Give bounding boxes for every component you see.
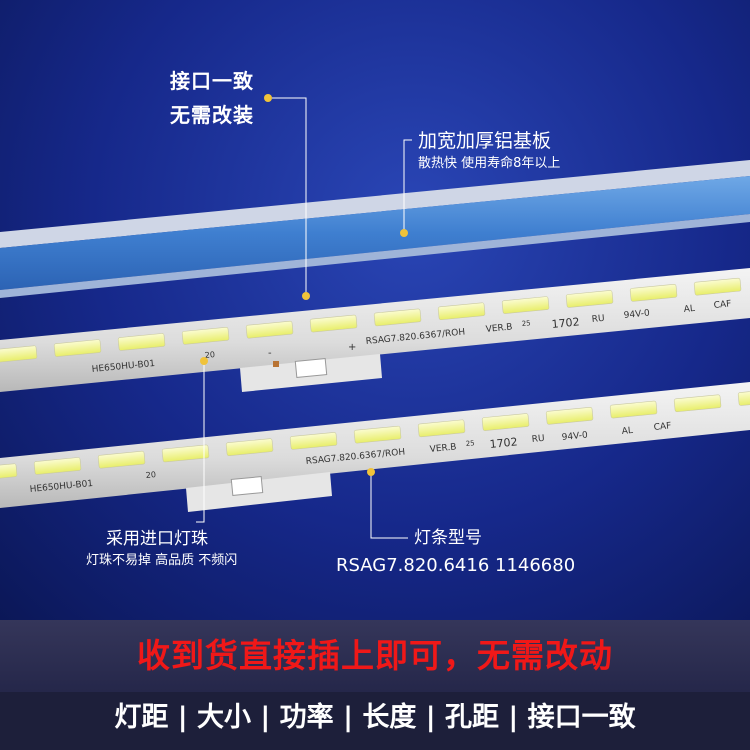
lower-led-chip [33,457,82,475]
upper-led-chip [245,320,294,339]
upper-led-chip [437,302,486,321]
upper-pad [273,361,279,367]
lower-led-chip [417,419,466,438]
lower-led-row [0,388,750,482]
lower-led-chip [225,438,274,456]
upper-led-index: 20 [204,350,215,360]
upper-connector [294,358,328,378]
upper-caf: CAF [713,299,732,311]
lower-led-strip: HE650HU-B01 20 RSAG7.820.6367/ROH VER.B … [0,382,750,512]
upper-led-chip [565,290,614,308]
led-callout-title: 采用进口灯珠 [106,529,208,549]
upper-led-chip [181,327,230,345]
lower-led-chip [0,463,18,482]
lower-connector [230,476,264,496]
upper-small-num: 25 [521,319,531,328]
lower-version: VER.B [429,442,457,455]
upper-rating: 94V-0 [623,309,650,321]
lower-led-chip [609,400,658,419]
lower-led-chip [481,413,530,431]
upper-led-chip [501,296,550,314]
lower-small-num: 25 [465,439,475,448]
upper-ul-mark: RU [591,314,605,325]
headline-band [0,620,750,692]
upper-date-code: 1702 [551,315,580,331]
model-dot [367,468,375,476]
bottom-banner: 收到货直接插上即可，无需改动 灯距 | 大小 | 功率 | 长度 | 孔距 | … [0,620,750,750]
lower-al: AL [621,426,633,437]
led-callout-subtitle: 灯珠不易掉 高品质 不频闪 [86,553,238,568]
upper-led-row [0,277,742,364]
led-dot [200,357,208,365]
lower-caf: CAF [653,421,672,433]
lower-led-index: 20 [145,470,156,480]
upper-led-chip [309,314,358,333]
top-aluminum-strip [0,160,750,298]
aluminum-callout-subtitle: 散热快 使用寿命8年以上 [418,156,561,171]
lower-date-code: 1702 [489,435,518,451]
lower-led-chip [289,432,338,450]
connector-callout-line1: 接口一致 [170,69,254,93]
lower-ul-mark: RU [531,434,545,445]
upper-led-chip [693,277,742,296]
model-callout-value: RSAG7.820.6416 1146680 [336,555,576,576]
connector-target-dot [302,292,310,300]
lower-led-chip [673,394,722,413]
upper-led-strip: HE650HU-B01 20 - + RSAG7.820.6367/ROH VE… [0,268,750,392]
upper-led-chip [117,333,166,351]
lower-led-chip [161,444,210,463]
upper-version: VER.B [485,322,513,335]
banner-headline: 收到货直接插上即可，无需改动 [137,636,613,675]
lower-led-chip [353,425,402,444]
upper-plus-sign: + [348,342,356,353]
upper-minus-sign: - [268,348,272,359]
connector-dot [264,94,272,102]
banner-features: 灯距 | 大小 | 功率 | 长度 | 孔距 | 接口一致 [114,702,636,733]
upper-led-chip [629,284,678,302]
aluminum-callout-title: 加宽加厚铝基板 [418,130,552,152]
lower-led-chip [97,450,146,469]
lower-rating: 94V-0 [561,431,588,443]
aluminum-dot [400,229,408,237]
connector-callout-line2: 无需改装 [170,103,254,127]
led-strip-scene: HE650HU-B01 20 - + RSAG7.820.6367/ROH VE… [0,97,750,539]
lower-led-chip [545,407,594,425]
model-callout-title: 灯条型号 [414,528,482,548]
upper-led-chip [0,345,38,364]
callout-lines [196,97,412,539]
upper-led-chip [53,339,102,357]
upper-al: AL [683,304,695,315]
upper-led-chip [373,308,422,327]
